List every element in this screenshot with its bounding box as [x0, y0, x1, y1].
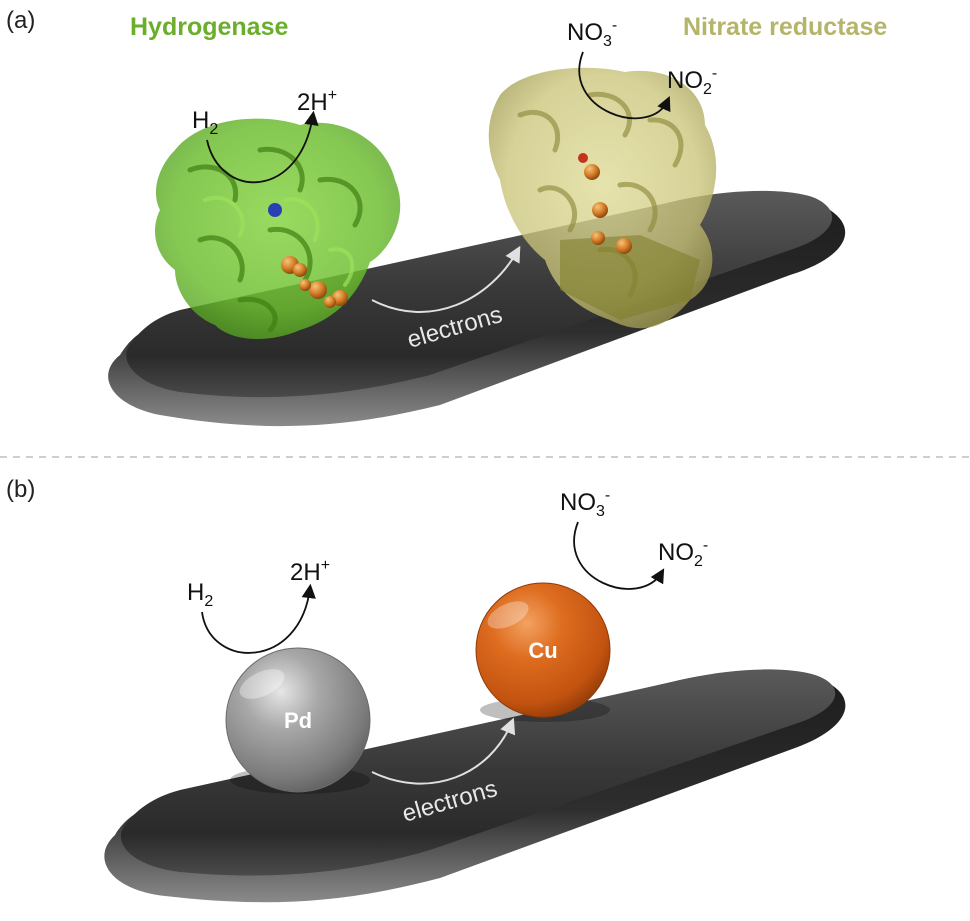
electron-flow-arrow-b: [371, 717, 516, 785]
no3-label-b: NO3-: [560, 487, 610, 520]
h2-label-b: H2: [187, 579, 213, 610]
hydrogenase-title: Hydrogenase: [130, 13, 288, 41]
2h-plus-label-b: 2H+: [290, 557, 330, 586]
pd-label: Pd: [284, 708, 312, 733]
hydrogenase-protein: [155, 118, 401, 340]
no2-label-a: NO2-: [667, 65, 717, 98]
hydrogen-oxidation-b: H2 2H+: [187, 557, 330, 654]
cu-label: Cu: [528, 638, 557, 663]
panel-a-label: (a): [6, 7, 35, 34]
no3-label-a: NO3-: [567, 17, 617, 50]
2h-plus-label-a: 2H+: [297, 87, 337, 116]
support-slab-b: [104, 669, 846, 903]
no2-label-b: NO2-: [658, 537, 708, 570]
nitrate-reductase-title: Nitrate reductase: [683, 13, 887, 41]
hydrogen-oxidation-a: H2 2H+: [192, 87, 337, 184]
cu-particle: Cu: [475, 582, 611, 722]
panel-b-label: (b): [6, 476, 35, 503]
nitrate-reduction-b: NO3- NO2-: [560, 487, 708, 590]
reduction-arrow-b: [573, 521, 665, 590]
electron-flow-arrow-a: [371, 245, 521, 313]
nitrate-reductase-protein: [488, 67, 717, 329]
nitrate-reduction-a: NO3- NO2-: [567, 17, 717, 120]
active-site-atom: [268, 203, 282, 217]
h2-label-a: H2: [192, 107, 218, 138]
panel-b: (b) Pd Cu H2 2H+ NO3- NO: [6, 476, 846, 903]
oxidation-arrow-b: [201, 583, 316, 654]
reduction-arrow-a: [578, 51, 671, 120]
pd-particle: Pd: [225, 647, 371, 794]
panel-a: (a) Hyd: [6, 7, 887, 427]
oxidation-arrow-a: [206, 110, 319, 184]
